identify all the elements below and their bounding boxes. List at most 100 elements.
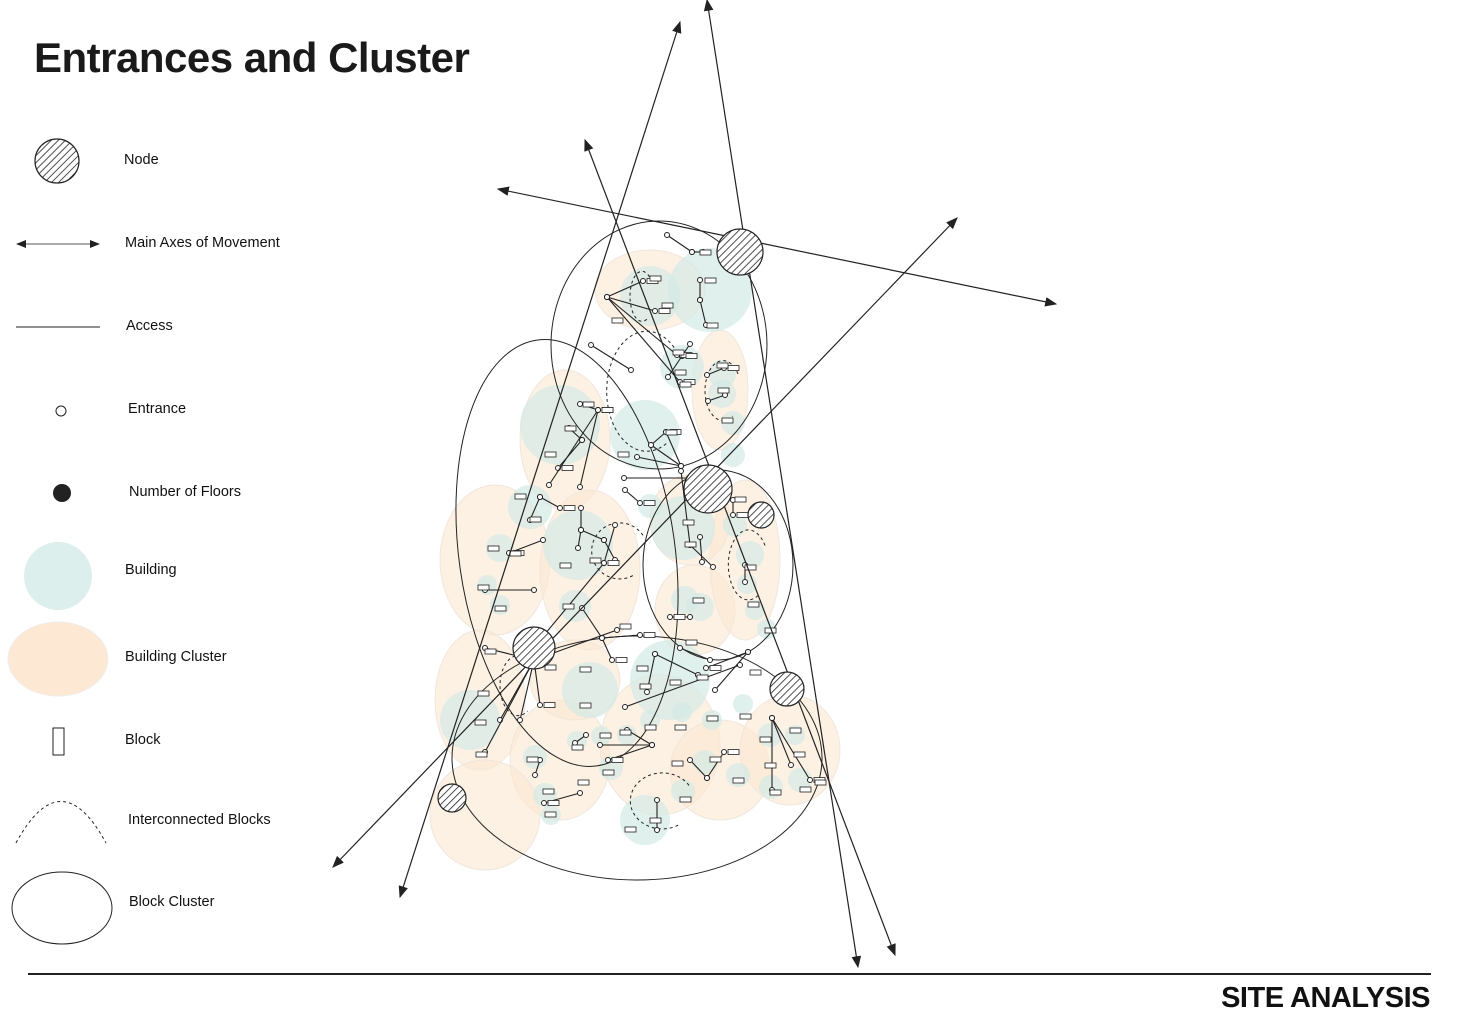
entrance-icon [583,732,589,738]
block [494,605,507,612]
block [577,779,590,786]
block [727,749,740,755]
block [611,317,624,324]
block [636,665,649,672]
entrance-icon [644,689,650,695]
building [620,266,680,326]
cluster-ellipse-icon [7,621,109,697]
entrance-icon [517,717,523,723]
block [611,757,624,763]
entrance-icon [697,297,703,303]
entrance-icon [637,632,643,638]
block [679,796,692,803]
node-icon [683,464,733,514]
entrance-icon [577,484,583,490]
block [799,786,812,793]
entrance-icon [595,407,601,413]
block [644,724,657,731]
block [759,736,772,743]
entrance-icon [689,249,695,255]
entrance-icon [697,534,703,540]
block [747,601,760,608]
block [732,777,745,784]
entrance-icon [699,559,705,565]
entrance-icon [628,367,634,373]
entrance-icon [705,398,711,404]
building-cluster [429,759,541,871]
entrance-icon [704,372,710,378]
entrance-icon [577,401,583,407]
entrance-icon [537,494,543,500]
entrance-icon [730,512,736,518]
block [717,387,730,394]
block [487,545,500,552]
legend-block-cluster: Block Cluster [129,894,215,910]
block [665,429,678,436]
block [484,648,497,655]
block [692,597,705,604]
block [734,496,747,503]
block [736,512,749,518]
block [582,401,595,408]
block [544,811,557,818]
nodes [437,228,805,813]
block [542,788,555,795]
block [561,465,574,471]
building [726,763,750,787]
entrance-icon [667,614,673,620]
entrance-icon [769,715,775,721]
footer-divider [28,973,1431,975]
node-icon [437,783,467,813]
block [599,732,612,739]
entrance-icon [601,537,607,543]
block [579,702,592,709]
block [793,751,806,758]
entrance-icon [703,665,709,671]
entrance-icon [721,749,727,755]
block [562,603,575,610]
legend-axes: Main Axes of Movement [125,235,280,251]
block [658,308,671,314]
entrance-icon [652,651,658,657]
entrance-icon [687,614,693,620]
entrance-icon [578,527,584,533]
node-icon [769,671,805,707]
node-icon [34,138,80,184]
block [685,639,698,646]
open-circle-icon [55,405,67,417]
entrance-icon [604,294,610,300]
entrance-icon [621,475,627,481]
block [509,550,522,557]
entrance-icon [745,649,751,655]
movement-axis-arrow [584,138,896,957]
block [649,275,662,282]
footer-title: SITE ANALYSIS [1221,982,1430,1014]
entrance-icon [649,742,655,748]
block [669,679,682,686]
entrance-icon [687,757,693,763]
access-line [666,234,693,253]
block [749,669,762,676]
entrance-icon [609,657,615,663]
dashed-arc-icon [15,801,107,844]
block [544,451,557,458]
entrance-icon [654,827,660,833]
block [696,674,709,681]
entrance-icon [665,374,671,380]
block [643,500,656,506]
block [526,756,539,763]
block [674,724,687,731]
entrance-icon [531,587,537,593]
main-axes [332,0,1058,969]
block [684,541,697,548]
entrance-icon [575,545,581,551]
block [475,751,488,758]
block [589,557,602,564]
block [706,322,719,329]
block [679,381,692,388]
entrance-icon [612,522,618,528]
block [544,664,557,671]
entrance-icon [541,800,547,806]
building-circle-icon [24,542,92,610]
